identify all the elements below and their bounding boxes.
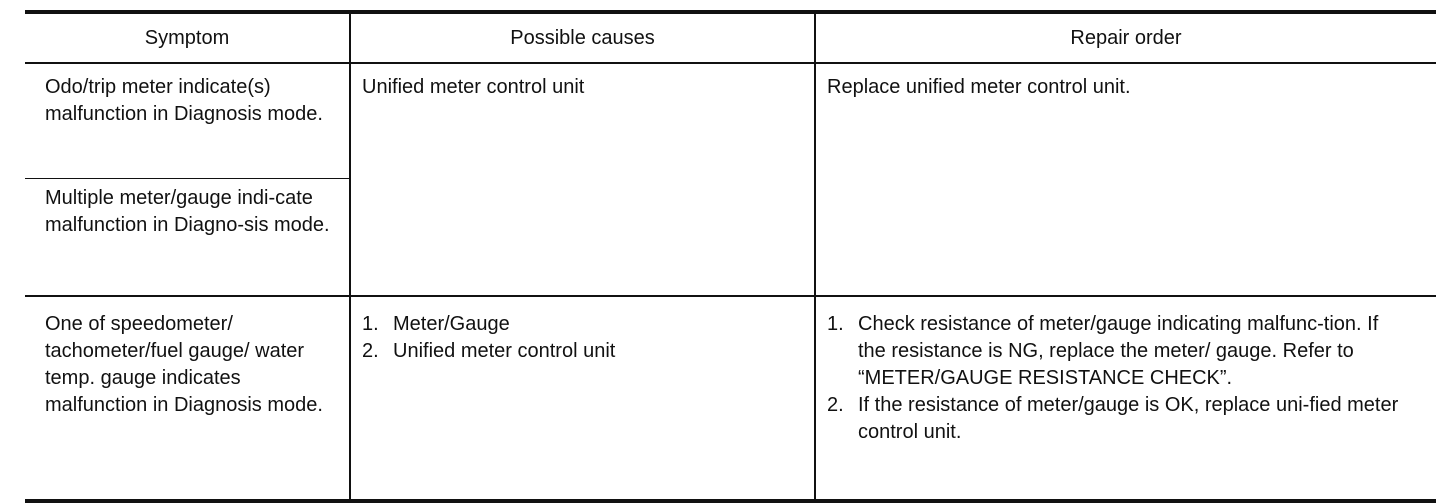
list-item: 1. Meter/Gauge [362,311,804,338]
repair-text: Replace unified meter control unit. [827,76,1131,98]
table-header-row: Symptom Possible causes Repair order [25,10,1436,64]
table-row: Odo/trip meter indicate(s) malfunction i… [25,63,1436,297]
table-row: One of speedometer/ tachometer/fuel gaug… [25,296,1436,503]
cause-text: Unified meter control unit [362,76,585,98]
list-item: 1. Check resistance of meter/gauge indic… [827,311,1402,392]
header-repair-order: Repair order [814,10,1436,64]
header-symptom: Symptom [25,10,350,64]
step-number: 2. [362,340,379,362]
causes-cell: 1. Meter/Gauge 2. Unified meter control … [349,296,815,503]
list-item: 2. Unified meter control unit [362,338,804,365]
step-text: If the resistance of meter/gauge is OK, … [858,394,1399,443]
repair-cell: Replace unified meter control unit. [814,63,1436,297]
step-text: Check resistance of meter/gauge indicati… [858,313,1379,389]
symptom-cell: One of speedometer/ tachometer/fuel gaug… [25,296,350,503]
repair-cell: 1. Check resistance of meter/gauge indic… [814,296,1436,503]
repair-steps-list: 1. Check resistance of meter/gauge indic… [827,311,1402,446]
list-item: 2. If the resistance of meter/gauge is O… [827,392,1402,446]
symptom-cell: Multiple meter/gauge indi-cate malfuncti… [25,178,350,297]
diagnosis-table-container: Symptom Possible causes Repair order Odo… [25,10,1436,503]
symptom-text: Odo/trip meter indicate(s) malfunction i… [45,76,323,125]
symptom-text: Multiple meter/gauge indi-cate malfuncti… [45,187,330,236]
symptom-text: One of speedometer/ tachometer/fuel gaug… [45,313,323,416]
causes-list: 1. Meter/Gauge 2. Unified meter control … [362,311,804,365]
symptom-cell: Odo/trip meter indicate(s) malfunction i… [25,63,350,179]
header-possible-causes: Possible causes [349,10,815,64]
diagnosis-table: Symptom Possible causes Repair order Odo… [25,10,1436,503]
step-text: Unified meter control unit [393,340,616,362]
table-row: Multiple meter/gauge indi-cate malfuncti… [25,178,1436,297]
step-number: 2. [827,394,844,416]
step-number: 1. [827,313,844,335]
step-number: 1. [362,313,379,335]
causes-cell: Unified meter control unit [349,63,815,297]
step-text: Meter/Gauge [393,313,510,335]
